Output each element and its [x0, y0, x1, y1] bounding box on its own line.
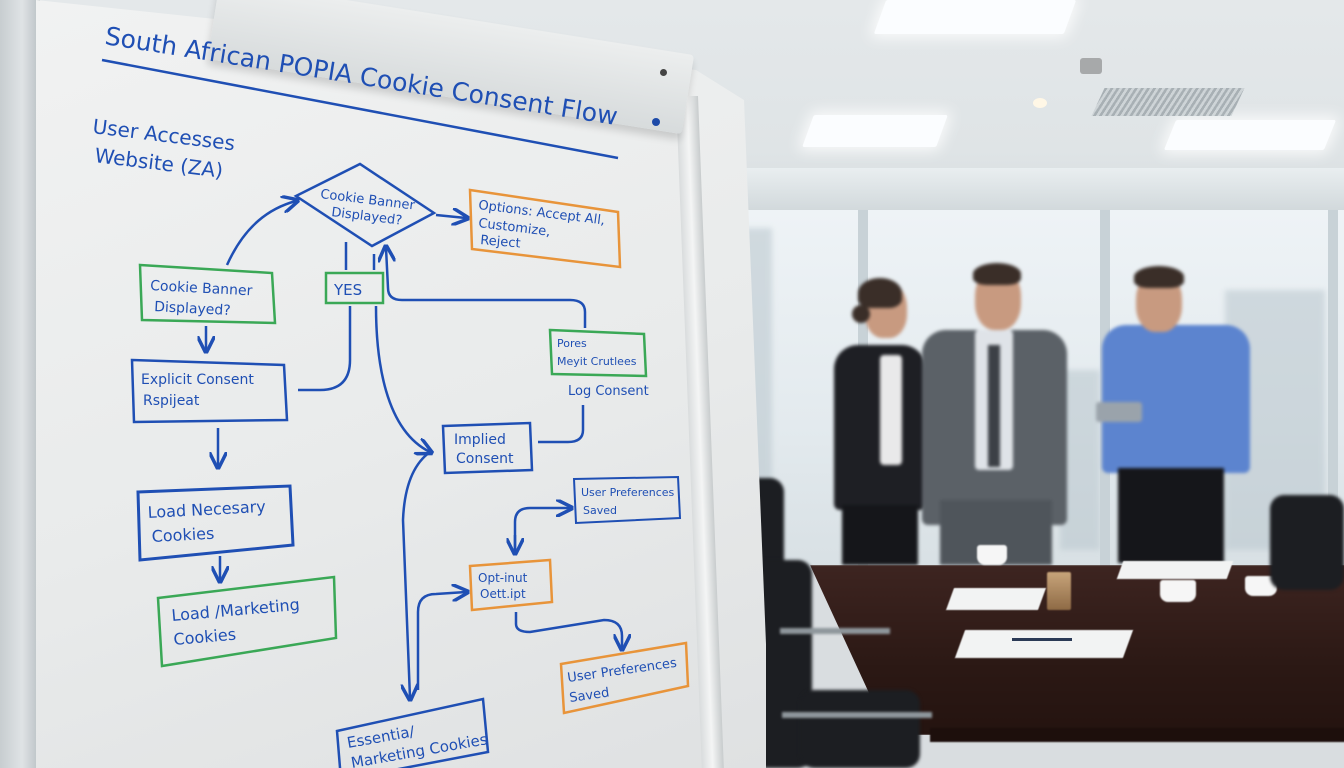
load-marketing-label: Load /Marketing	[171, 595, 301, 625]
pores-node-label: Pores	[557, 337, 587, 350]
opt-out-label: Opt-inut	[478, 571, 528, 585]
teacup	[1160, 580, 1196, 602]
implied-node-label: Implied	[454, 432, 506, 448]
office-chair	[1270, 495, 1344, 590]
coffee-cup	[1047, 572, 1071, 610]
user-prefs-label: Saved	[583, 504, 617, 517]
load-marketing-label: Cookies	[173, 625, 237, 649]
user-prefs-label: User Preferences	[581, 486, 675, 499]
yes-label: YES	[333, 281, 362, 299]
user-prefs-2-label: Saved	[568, 686, 610, 706]
options-node-label: Reject	[480, 233, 521, 251]
teacup	[977, 545, 1007, 565]
whiteboard-stand	[0, 0, 40, 768]
pores-node-label: Meyit Crutlees	[557, 355, 637, 368]
opt-out-label: Oett.ipt	[480, 587, 526, 601]
ceiling-sensor	[1080, 58, 1102, 74]
ceiling-beam	[700, 168, 1344, 210]
load-necessary-label: Cookies	[151, 524, 215, 546]
implied-node-label: Consent	[456, 451, 514, 467]
chair-armrest	[780, 628, 890, 634]
banner-node-label: Displayed?	[154, 299, 231, 319]
board-magnet	[652, 118, 660, 126]
load-necessary-label: Load Necesary	[147, 497, 266, 522]
chair-armrest	[782, 712, 932, 718]
ceiling-spotlight	[1033, 98, 1047, 108]
pen	[1012, 638, 1072, 641]
explicit-node-label: Explicit Consent	[141, 372, 254, 388]
log-consent-label: Log Consent	[568, 384, 649, 399]
office-chair	[800, 690, 920, 768]
teacup	[1245, 576, 1277, 596]
screw	[660, 69, 667, 76]
explicit-node-label: Rspijeat	[143, 393, 200, 409]
table-edge	[930, 728, 1344, 742]
banner-node-label: Cookie Banner	[150, 278, 253, 299]
window-mullion	[1328, 210, 1338, 570]
